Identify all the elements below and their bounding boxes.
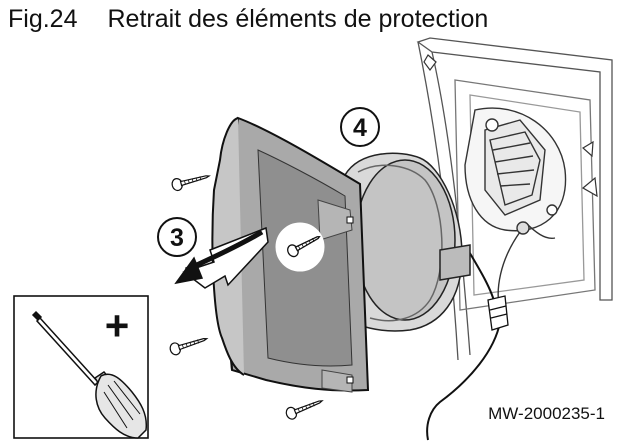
figure-caption: Fig.24 Retrait des éléments de protectio… (8, 2, 488, 36)
figure-reference-code: MW-2000235-1 (488, 404, 605, 423)
figure-number: Fig.24 (8, 4, 78, 33)
phillips-plus-symbol: + (105, 302, 130, 349)
callout-step-4: 4 (340, 107, 380, 147)
figure-title: Retrait des éléments de protection (107, 4, 489, 33)
tool-inset: + (13, 295, 149, 439)
callout-step-3-label: 3 (170, 224, 184, 252)
callout-step-3: 3 (157, 217, 197, 257)
phillips-screwdriver-icon (31, 310, 148, 439)
cable-connector (487, 295, 509, 331)
callout-step-4-label: 4 (353, 114, 367, 142)
highlighted-screw (275, 222, 325, 272)
burner-assembly (464, 107, 567, 311)
removal-direction-arrow-icon (174, 226, 269, 289)
air-box (344, 152, 471, 332)
frame-clips (423, 54, 598, 198)
screw-icon (169, 175, 324, 420)
